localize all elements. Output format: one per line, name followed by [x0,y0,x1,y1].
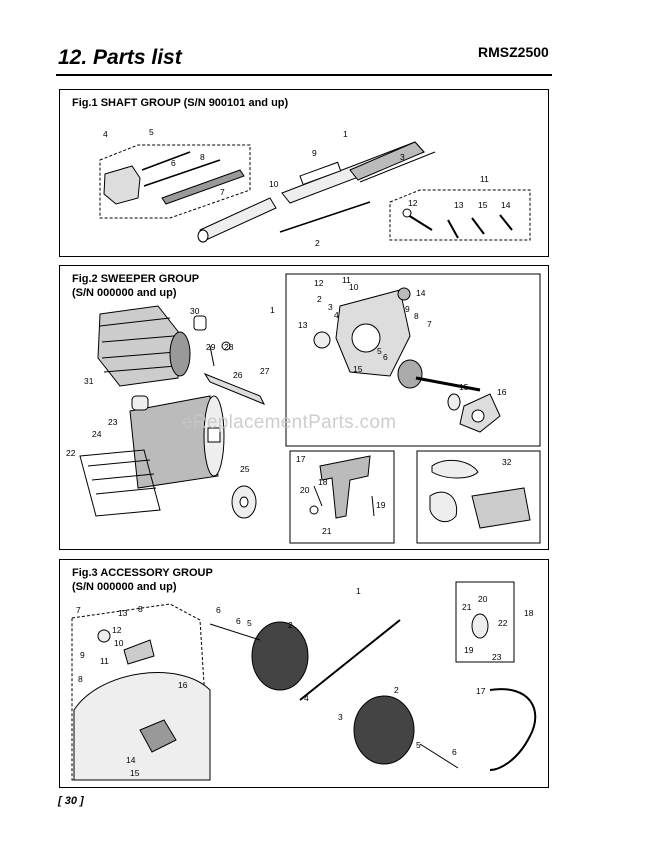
callout: 1 [270,305,275,315]
callout: 9 [312,148,317,158]
figure-3-title: Fig.3 ACCESSORY GROUP (S/N 000000 and up… [72,566,213,594]
callout: 19 [464,645,474,655]
callout: 31 [84,376,94,386]
figure-3-diagram: 1 2 2 3 4 5 5 6 6 6 7 8 8 9 10 11 12 13 … [71,581,537,781]
callout: 21 [322,526,332,536]
callout: 14 [416,288,426,298]
callout: 9 [405,304,410,314]
callout: 12 [112,625,122,635]
callout: 4 [304,693,309,703]
figure-3-title-line2: (S/N 000000 and up) [72,581,177,593]
callout: 15 [353,364,363,374]
callout: 4 [334,310,339,320]
figure-3-title-line1: Fig.3 ACCESSORY GROUP [72,567,213,579]
callout: 30 [190,306,200,316]
title-divider [56,74,552,76]
callout: 25 [240,464,250,474]
callout: 11 [480,174,489,184]
callout: 12 [408,198,418,208]
callout: 22 [498,618,508,628]
callout: 3 [328,302,333,312]
callout: 1 [343,129,348,139]
figure-2-title-line2: (S/N 000000 and up) [72,287,177,299]
page-number: [ 30 ] [58,795,84,807]
callout: 19 [376,500,386,510]
callout: 10 [269,179,279,189]
figure-1-shaft-group: Fig.1 SHAFT GROUP (S/N 900101 and up) [59,89,549,257]
page-number-value: 30 [64,795,77,807]
callout: 15 [130,768,140,778]
callout: 28 [224,342,234,352]
callout: 5 [416,740,421,750]
callout: 15 [459,382,469,392]
callout: 1 [356,586,361,596]
figure-2-sweeper-group: Fig.2 SWEEPER GROUP (S/N 000000 and up) [59,265,549,550]
callout: 13 [118,608,128,618]
callout: 23 [492,652,502,662]
callout: 7 [427,319,432,329]
page-number-close-bracket: ] [80,795,84,807]
figure-2-diagram: 1 2 3 4 5 6 7 8 9 10 11 12 13 14 15 15 1… [66,273,541,544]
callout: 21 [462,602,472,612]
callout: 26 [233,370,243,380]
callout: 23 [108,417,118,427]
callout: 14 [126,755,136,765]
callout: 6 [216,605,221,615]
callout: 5 [377,346,382,356]
figure-2-title-line1: Fig.2 SWEEPER GROUP [72,273,200,285]
callout: 5 [247,618,252,628]
callout: 20 [300,485,310,495]
callout: 17 [296,454,306,464]
figure-2-title: Fig.2 SWEEPER GROUP (S/N 000000 and up) [72,272,199,300]
callout: 13 [298,320,308,330]
callout: 15 [478,200,488,210]
callout: 12 [314,278,324,288]
callout: 6 [383,352,388,362]
callout: 7 [76,605,81,615]
watermark: eReplacementParts.com [182,412,397,433]
figure-1-title: Fig.1 SHAFT GROUP (S/N 900101 and up) [72,97,289,109]
callout: 6 [236,616,241,626]
callout: 9 [80,650,85,660]
callout: 6 [452,747,457,757]
callout: 8 [414,311,419,321]
callout: 8 [78,674,83,684]
callout: 17 [476,686,486,696]
callout: 3 [338,712,343,722]
callout: 10 [349,282,359,292]
figure-1-diagram: 1 2 3 4 5 6 7 8 9 10 11 12 13 14 15 [99,127,531,248]
callout: 5 [149,127,154,137]
callout: 11 [100,656,109,666]
callout: 2 [315,238,320,248]
callout: 13 [454,200,464,210]
callout: 8 [200,152,205,162]
callout: 18 [524,608,534,618]
callout: 16 [497,387,507,397]
model-number: RMSZ2500 [478,44,549,60]
callout: 2 [317,294,322,304]
callout: 11 [342,275,351,285]
callout: 3 [400,152,405,162]
page-title: 12. Parts list [58,46,182,69]
callout: 24 [92,429,102,439]
page-number-open-bracket: [ [58,795,62,807]
callout: 22 [66,448,76,458]
callout: 29 [206,342,216,352]
callout: 4 [103,129,108,139]
callout: 27 [260,366,270,376]
callout: 20 [478,594,488,604]
callout: 7 [220,187,225,197]
callout: 10 [114,638,124,648]
figure-3-accessory-group: Fig.3 ACCESSORY GROUP (S/N 000000 and up… [59,559,549,788]
callout: 6 [171,158,176,168]
callout: 8 [138,604,143,614]
callout: 18 [318,477,328,487]
callout: 14 [501,200,511,210]
callout: 2 [288,620,293,630]
callout: 32 [502,457,512,467]
callout: 2 [394,685,399,695]
callout: 16 [178,680,188,690]
